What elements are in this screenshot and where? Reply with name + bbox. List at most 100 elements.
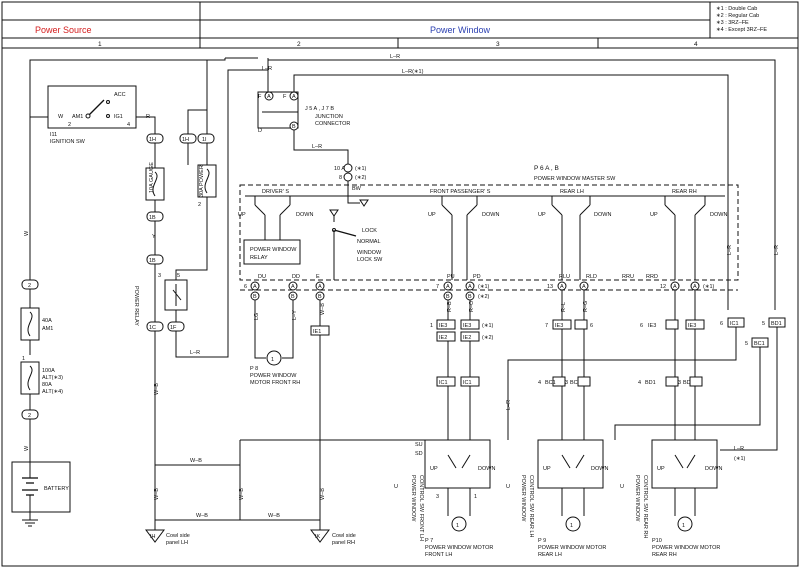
master-sw-name: POWER WINDOW MASTER SW xyxy=(534,176,616,182)
up-label: UP xyxy=(543,466,551,472)
battery-label: BATTERY xyxy=(44,486,69,492)
connector-label: IE3 xyxy=(555,323,563,329)
power-window-title: Power Window xyxy=(430,25,491,35)
variant-label: (∗1) xyxy=(478,284,489,290)
pin-label: 6 xyxy=(244,284,247,290)
pin-label: D xyxy=(258,128,262,134)
connector-ie2 xyxy=(436,331,456,342)
pin-label: A xyxy=(446,284,450,290)
connector-label: BD1 xyxy=(771,321,782,327)
wire-color-label: W xyxy=(24,230,30,236)
note: ∗4 : Except 3RZ–FE xyxy=(716,27,767,33)
motor-m-label: 1 xyxy=(271,357,274,363)
pin-label: 5 xyxy=(745,341,748,347)
wire-w-label: W xyxy=(58,114,64,120)
rear-rh-switch: UP DOWN xyxy=(650,196,727,280)
pin-label: 4 xyxy=(538,380,541,386)
pin-label: 3 xyxy=(678,380,681,386)
motor-code: P 9 xyxy=(538,538,546,544)
variant-label: (∗2) xyxy=(355,175,366,181)
wire-color-label: L–R xyxy=(734,446,744,452)
note: ∗1 : Double Cab xyxy=(716,6,757,12)
connector-ie3-pin xyxy=(574,319,588,330)
pin-label: 7 xyxy=(436,284,439,290)
pin-label: 8 xyxy=(339,175,342,181)
connector-label: BD1 xyxy=(683,380,694,386)
variant-label: (∗1) xyxy=(703,284,714,290)
connector-ie3 xyxy=(460,319,480,330)
pin-label: A xyxy=(253,284,257,290)
junction-label: CONNECTOR xyxy=(315,121,350,127)
ground-label: Cowl side xyxy=(332,533,356,539)
pin-label: 6 xyxy=(720,321,723,327)
pin-label: 12 xyxy=(660,284,666,290)
up-label: UP xyxy=(650,212,658,218)
pin-label: B xyxy=(291,294,295,300)
up-label: UP xyxy=(430,466,438,472)
terminal-label: E xyxy=(316,274,320,280)
connector-bd1-pin xyxy=(689,376,703,387)
pin-label: 3 xyxy=(158,273,161,279)
alt-label: ALT(∗3) xyxy=(42,375,63,381)
front-passenger-switch-label: FRONT PASSENGER' S xyxy=(430,189,491,195)
motor-front-lh xyxy=(451,516,467,532)
wire-color-label: R–B xyxy=(447,301,453,312)
motor-label: POWER WINDOW xyxy=(250,373,297,379)
control-switch-rear-rh: UP DOWN POWER WINDOW CONTROL SW REAR RH … xyxy=(620,439,722,558)
window-lock-switch: LOCK NORMAL WINDOW LOCK SW xyxy=(329,196,383,280)
ctrl-label: POWER WINDOW xyxy=(410,475,416,522)
front-passenger-switch: UP DOWN xyxy=(428,196,499,280)
motor-label: MOTOR FRONT RH xyxy=(250,380,300,386)
pin-label: 2 xyxy=(68,122,71,128)
connector-1i xyxy=(197,133,215,144)
am1-label: AM1 xyxy=(72,114,83,120)
pin-label: B xyxy=(253,294,257,300)
ground-code: IH xyxy=(150,534,156,540)
battery-box xyxy=(11,461,71,513)
connector-label: 10 A xyxy=(334,166,345,172)
wire-color-label: L–R xyxy=(390,54,400,60)
down-label: DOWN xyxy=(478,466,495,472)
connector-label: IE3 xyxy=(648,323,656,329)
connector-label: IE1 xyxy=(313,329,321,335)
ig1-label: IG1 xyxy=(114,114,123,120)
ctrl-label: POWER WINDOW xyxy=(634,475,640,522)
ctrl-label: CONTROL SW REAR RH xyxy=(642,475,648,538)
pin-label: F xyxy=(258,94,262,100)
terminal-label: DD xyxy=(292,274,300,280)
rear-lh-switch: UP DOWN xyxy=(538,196,611,280)
down-label: DOWN xyxy=(296,212,313,218)
column-number: 1 xyxy=(98,41,102,48)
connector-label: IC1 xyxy=(730,321,739,327)
control-switch-rear-lh: UP DOWN POWER WINDOW CONTROL SW REAR LH … xyxy=(506,439,608,558)
connector-bd1-pin xyxy=(665,376,679,387)
motor-m-label: 1 xyxy=(570,523,573,529)
terminal-label: RRD xyxy=(646,274,658,280)
motor-code: P 7 xyxy=(425,538,433,544)
ignition-switch-box xyxy=(47,85,137,129)
drivers-switch-label: DRIVER' S xyxy=(262,189,289,195)
wire-color-label: Y xyxy=(152,234,156,240)
variant-label: (∗1) xyxy=(355,166,366,172)
pin-label: A xyxy=(292,94,296,100)
junction-label: JUNCTION xyxy=(315,114,343,120)
pin-label: A xyxy=(693,284,697,290)
relay-label: POWER WINDOW xyxy=(250,247,297,253)
wire-color-label: L–R xyxy=(506,400,512,410)
motor-code: P 8 xyxy=(250,366,258,372)
pin-label: 1 xyxy=(430,323,433,329)
pin-label: 2 xyxy=(198,202,201,208)
variant-label: (∗2) xyxy=(478,294,489,300)
motor-code: P10 xyxy=(652,538,662,544)
relay-label: RELAY xyxy=(250,255,268,261)
pin-label: 3 xyxy=(436,494,439,500)
wire-color-label: L–R xyxy=(262,66,272,72)
variant-label: (∗1) xyxy=(482,323,493,329)
terminal-label: PU xyxy=(447,274,455,280)
wire-color-label: W–B xyxy=(196,513,208,519)
wire-color-label: W–B xyxy=(190,458,202,464)
pin-label: 5 xyxy=(762,321,765,327)
connector-label: IE3 xyxy=(463,323,471,329)
